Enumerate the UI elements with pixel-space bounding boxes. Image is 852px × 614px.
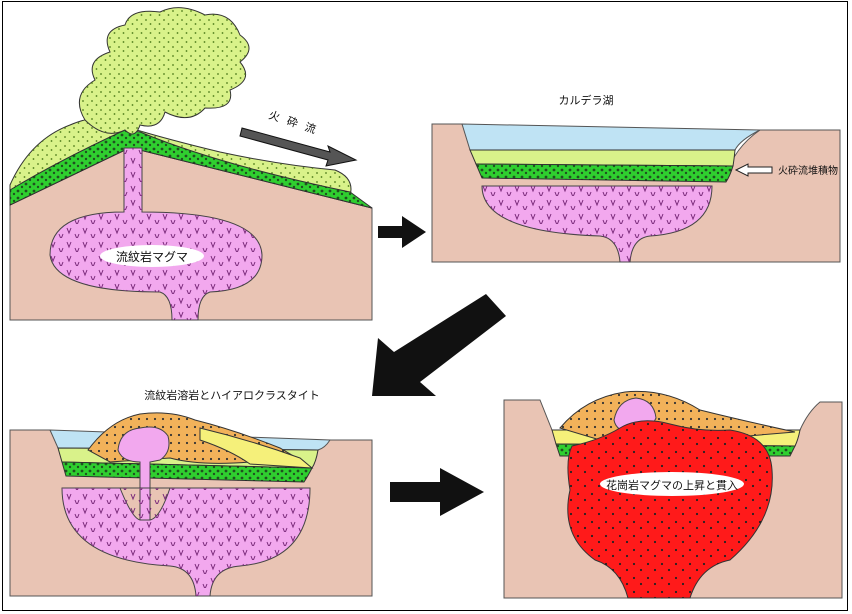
caldera-lake [462, 124, 760, 150]
arrow-down-left [372, 294, 506, 396]
magma-label: 流紋岩マグマ [116, 249, 188, 264]
flow-label-char-2: 砕 [285, 114, 300, 131]
panel-lava: 流紋岩溶岩とハイアロクラスタイト [10, 388, 372, 596]
panel-eruption: 流紋岩マグマ 火 砕 流 [10, 8, 372, 320]
flow-label-char-3: 流 [303, 120, 318, 137]
arrow-right-2 [390, 468, 484, 516]
lava-title: 流紋岩溶岩とハイアロクラスタイト [144, 388, 320, 402]
arrow-right-1 [378, 216, 426, 248]
granite-magma-label: 花崗岩マグマの上昇と貫入 [606, 478, 738, 492]
caldera-yellow-layer [470, 150, 735, 166]
panel-caldera: カルデラ湖 火砕流堆積物 [432, 93, 840, 262]
panel-granite: 花崗岩マグマの上昇と貫入 [504, 391, 842, 598]
deposit-label: 火砕流堆積物 [778, 164, 838, 177]
caldera-lake-label: カルデラ湖 [559, 93, 614, 107]
flow-label-char-1: 火 [267, 108, 281, 124]
